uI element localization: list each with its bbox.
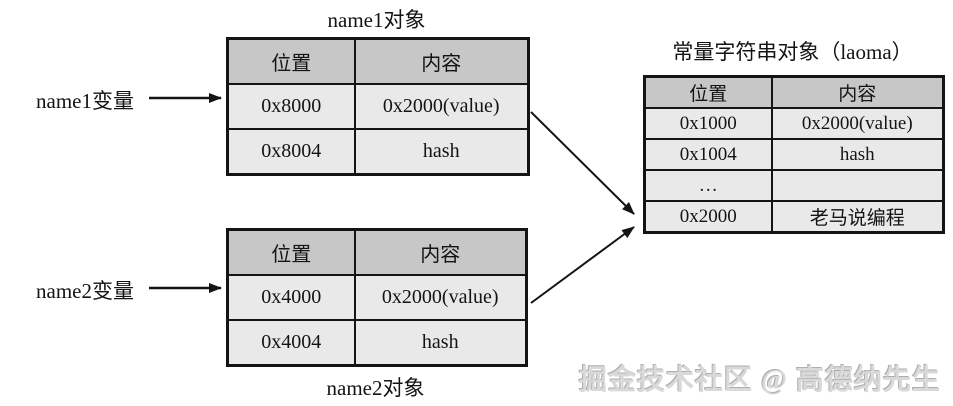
arrow-name2-value-to-constant-icon bbox=[530, 226, 635, 304]
cell-address: 0x1000 bbox=[643, 107, 773, 140]
column-header-content: 内容 bbox=[770, 75, 945, 109]
column-header-content: 内容 bbox=[353, 228, 528, 276]
cell-value: hash bbox=[353, 128, 530, 176]
column-header-position: 位置 bbox=[226, 228, 356, 276]
column-header-position: 位置 bbox=[643, 75, 773, 109]
cell-ellipsis: … bbox=[643, 169, 773, 202]
table-row: 0x8004 hash bbox=[226, 128, 530, 176]
name1-object-table: 位置 内容 0x8000 0x2000(value) 0x8004 hash bbox=[226, 37, 530, 176]
watermark-text: 掘金技术社区 @ 高德纳先生 bbox=[578, 365, 941, 396]
name1-object-title: name1对象 bbox=[327, 8, 426, 32]
cell-value: hash bbox=[770, 138, 945, 171]
table-row: 0x2000 老马说编程 bbox=[643, 200, 945, 234]
cell-value: hash bbox=[353, 319, 528, 367]
cell-value: 老马说编程 bbox=[770, 200, 945, 234]
cell-value: 0x2000(value) bbox=[353, 274, 528, 321]
cell-address: 0x8004 bbox=[226, 128, 356, 176]
name2-object-title: name2对象 bbox=[326, 376, 425, 400]
cell-address: 0x4004 bbox=[226, 319, 356, 367]
table-row: 0x4000 0x2000(value) bbox=[226, 274, 528, 321]
cell-empty bbox=[770, 169, 945, 202]
table-row: 0x8000 0x2000(value) bbox=[226, 83, 530, 130]
table-row: 0x1004 hash bbox=[643, 138, 945, 171]
cell-address: 0x8000 bbox=[226, 83, 356, 130]
cell-value: 0x2000(value) bbox=[353, 83, 530, 130]
table-row: 0x1000 0x2000(value) bbox=[643, 107, 945, 140]
cell-address: 0x1004 bbox=[643, 138, 773, 171]
constant-pool-table: 位置 内容 0x1000 0x2000(value) 0x1004 hash …… bbox=[643, 75, 945, 234]
name1-variable-label: name1变量 bbox=[36, 89, 134, 113]
name2-variable-label: name2变量 bbox=[36, 279, 134, 303]
constant-pool-title: 常量字符串对象（laoma） bbox=[672, 40, 913, 64]
table-header-row: 位置 内容 bbox=[643, 75, 945, 109]
cell-value: 0x2000(value) bbox=[770, 107, 945, 140]
name2-object-table: 位置 内容 0x4000 0x2000(value) 0x4004 hash bbox=[226, 228, 528, 367]
cell-address: 0x2000 bbox=[643, 200, 773, 234]
table-header-row: 位置 内容 bbox=[226, 37, 530, 85]
cell-address: 0x4000 bbox=[226, 274, 356, 321]
table-header-row: 位置 内容 bbox=[226, 228, 528, 276]
column-header-position: 位置 bbox=[226, 37, 356, 85]
arrow-name1-value-to-constant-icon bbox=[530, 111, 635, 215]
column-header-content: 内容 bbox=[353, 37, 530, 85]
table-row: … bbox=[643, 169, 945, 202]
table-row: 0x4004 hash bbox=[226, 319, 528, 367]
